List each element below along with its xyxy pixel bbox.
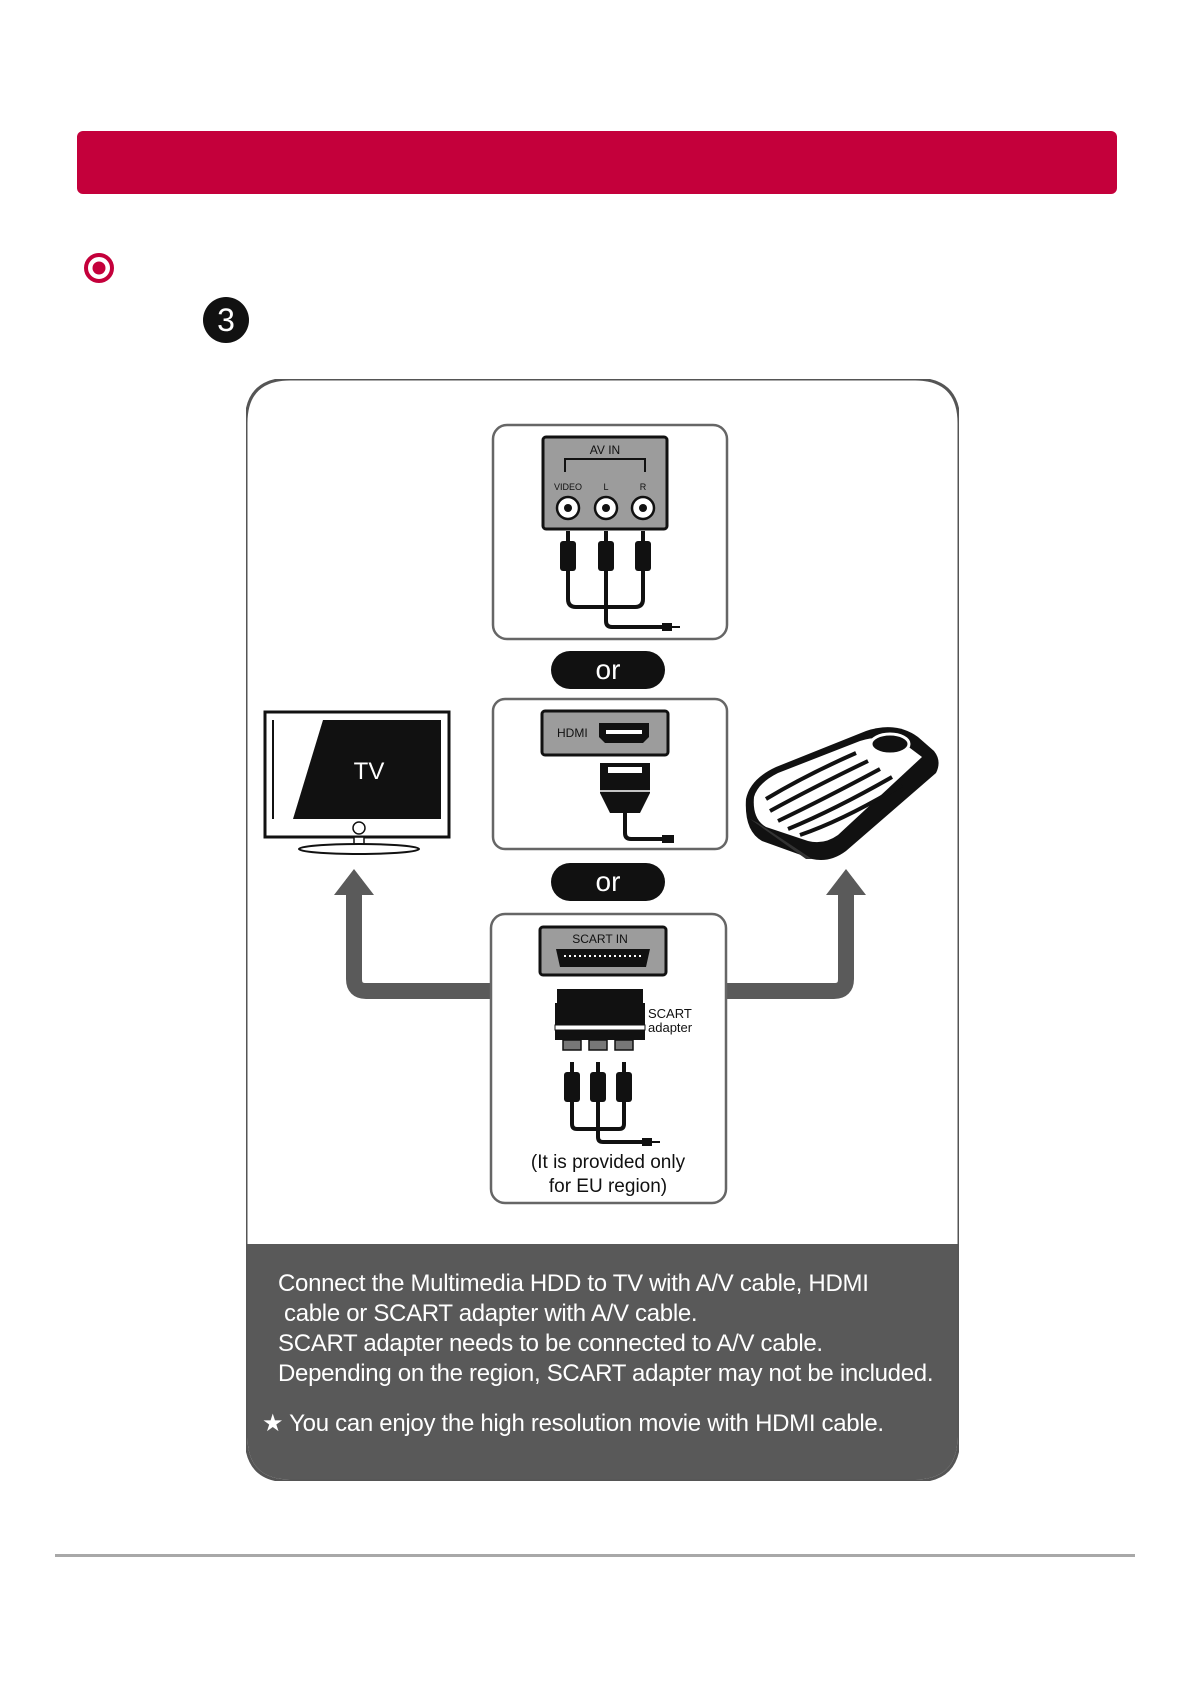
section-banner [77,131,1117,194]
or-divider-1: or [551,651,665,689]
instruction-line-4: Depending on the region, SCART adapter m… [278,1360,934,1387]
hdmi-tip-note: ★ You can enjoy the high resolution movi… [262,1410,884,1437]
or-divider-2: or [551,863,665,901]
svg-text:or: or [596,654,621,685]
scart-adapter-label-2: adapter [648,1020,693,1035]
hdmi-label: HDMI [557,726,588,740]
av-in-left-label: L [603,482,608,492]
instruction-line-1: Connect the Multimedia HDD to TV with A/… [278,1270,869,1297]
arrow-to-hdd-icon [727,869,866,999]
rca-plugs-icon [560,531,651,571]
hdmi-connection: HDMI [491,697,729,851]
av-in-title: AV IN [590,443,620,457]
hdmi-cable [623,813,664,841]
scart-eu-note-2: for EU region) [549,1176,667,1197]
svg-text:or: or [596,866,621,897]
multimedia-hdd-icon [745,727,939,860]
target-bullet-icon [84,253,114,283]
scart-adapter-label-1: SCART [648,1006,692,1021]
tv-icon: TV [263,710,451,855]
av-in-right-label: R [640,482,647,492]
hdmi-plug-icon [600,763,650,813]
scart-eu-note-1: (It is provided only [531,1152,686,1173]
instruction-line-3: SCART adapter needs to be connected to A… [278,1330,823,1357]
av-in-video-label: VIDEO [554,482,582,492]
av-in-connection: AV IN VIDEO L R [491,423,729,641]
connection-diagram: AV IN VIDEO L R or [246,379,959,1481]
instruction-band [247,1244,958,1480]
scart-port-icon [556,949,650,967]
scart-adapter-icon [554,989,646,1051]
footer-divider [55,1554,1135,1557]
instruction-line-2: cable or SCART adapter with A/V cable. [284,1300,698,1327]
av-cable [566,571,664,629]
instruction-text: Connect the Multimedia HDD to TV with A/… [262,1269,958,1439]
arrow-to-tv-icon [334,869,491,999]
scart-av-cable [570,1102,644,1144]
scart-in-label: SCART IN [572,932,628,946]
scart-connection: SCART IN SCART adapter (It is [489,912,728,1205]
scart-rca-plugs-icon [564,1062,632,1102]
step-number-badge: 3 [203,297,249,343]
connection-diagram-panel: AV IN VIDEO L R or [246,379,959,1481]
rca-jacks-icon [555,495,656,521]
tv-label: TV [354,758,385,785]
